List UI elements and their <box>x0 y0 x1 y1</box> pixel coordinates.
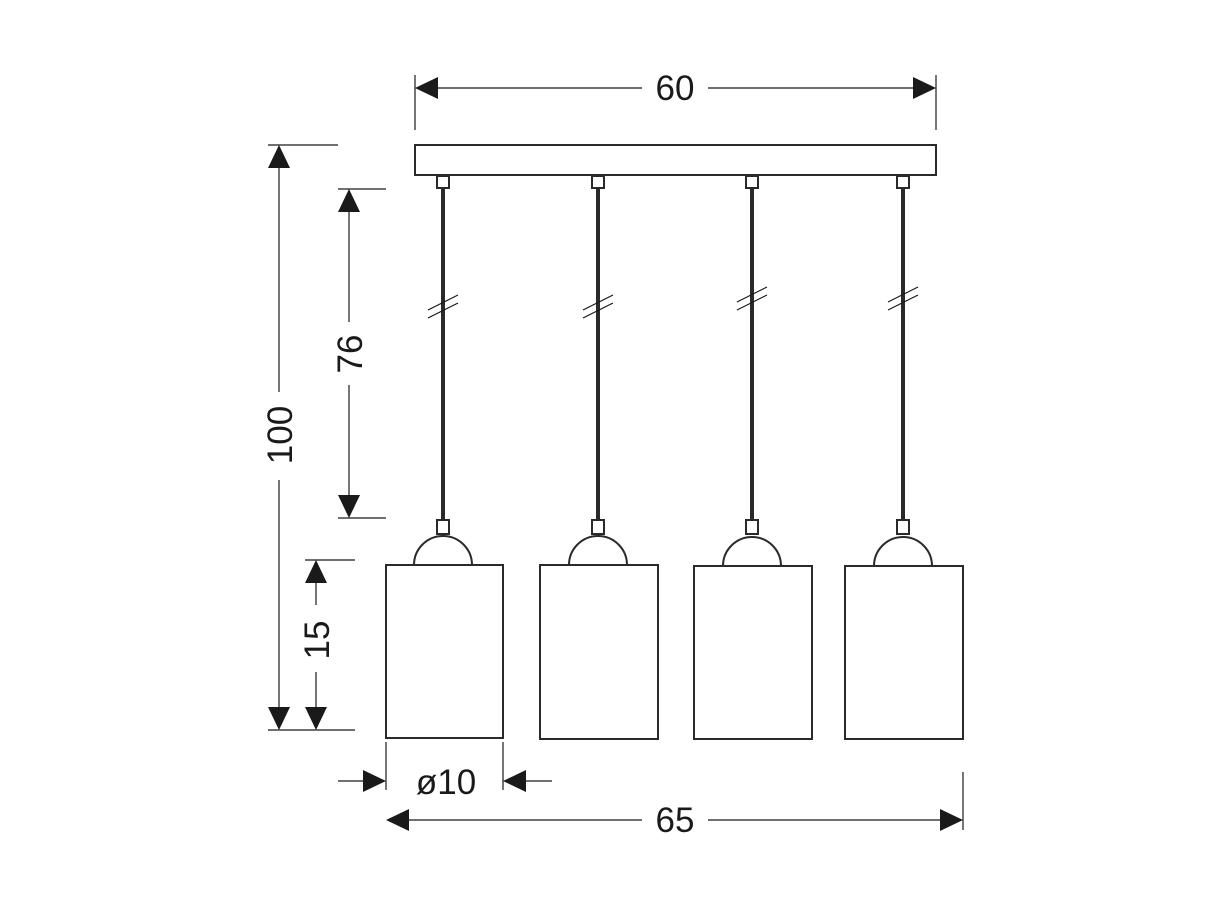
dimension-height-shade: 15 <box>298 559 355 730</box>
pendant-2 <box>539 175 659 740</box>
cord-break-mark <box>582 294 614 319</box>
lamp-holder-cap <box>722 536 782 567</box>
cord-break-mark <box>887 286 919 311</box>
arrow-inward-right <box>503 770 526 792</box>
cord-break-mark <box>736 286 768 311</box>
arrow-inward-left <box>363 770 386 792</box>
lamp-holder-cap <box>568 535 628 566</box>
width-bar-label: 60 <box>656 69 695 108</box>
arrow-left <box>415 77 438 99</box>
glass-shade <box>539 564 659 740</box>
glass-shade <box>693 565 813 740</box>
arrow-right <box>940 809 963 831</box>
glass-shade <box>844 565 964 740</box>
lamp-holder-neck <box>745 519 759 535</box>
height-shade-label: 15 <box>298 621 337 660</box>
arrow-left <box>386 809 409 831</box>
glass-shade <box>385 564 504 739</box>
lamp-holder-neck <box>591 519 605 535</box>
lamp-holder-cap <box>413 535 473 566</box>
lamp-holder-neck <box>896 519 910 535</box>
dimension-shade-diameter: ø10 <box>338 742 552 802</box>
ceiling-bar <box>414 144 937 176</box>
arrow-down <box>338 495 360 518</box>
dimension-width-total: 65 <box>386 772 964 840</box>
arrow-up <box>268 145 290 168</box>
arrow-up <box>338 189 360 212</box>
pendant-3 <box>693 175 813 740</box>
width-total-label: 65 <box>656 801 695 840</box>
shade-diameter-label: ø10 <box>416 763 476 802</box>
dimension-width-bar: 60 <box>414 69 937 130</box>
cord-grip <box>745 175 759 189</box>
pendant-1 <box>385 175 504 739</box>
cord-break-mark <box>427 294 459 319</box>
cord-grip <box>436 175 450 189</box>
arrow-down <box>268 707 290 730</box>
lamp-holder-cap <box>873 536 933 567</box>
dimension-height-cord: 76 <box>331 188 386 519</box>
height-cord-label: 76 <box>331 335 370 374</box>
arrow-up <box>305 560 327 583</box>
dimension-height-total: 100 <box>261 144 355 731</box>
cord-grip <box>896 175 910 189</box>
pendant-4 <box>844 175 964 740</box>
arrow-right <box>913 77 936 99</box>
lamp-holder-neck <box>436 519 450 535</box>
cord-grip <box>591 175 605 189</box>
height-total-label: 100 <box>261 406 300 464</box>
arrow-down <box>305 707 327 730</box>
